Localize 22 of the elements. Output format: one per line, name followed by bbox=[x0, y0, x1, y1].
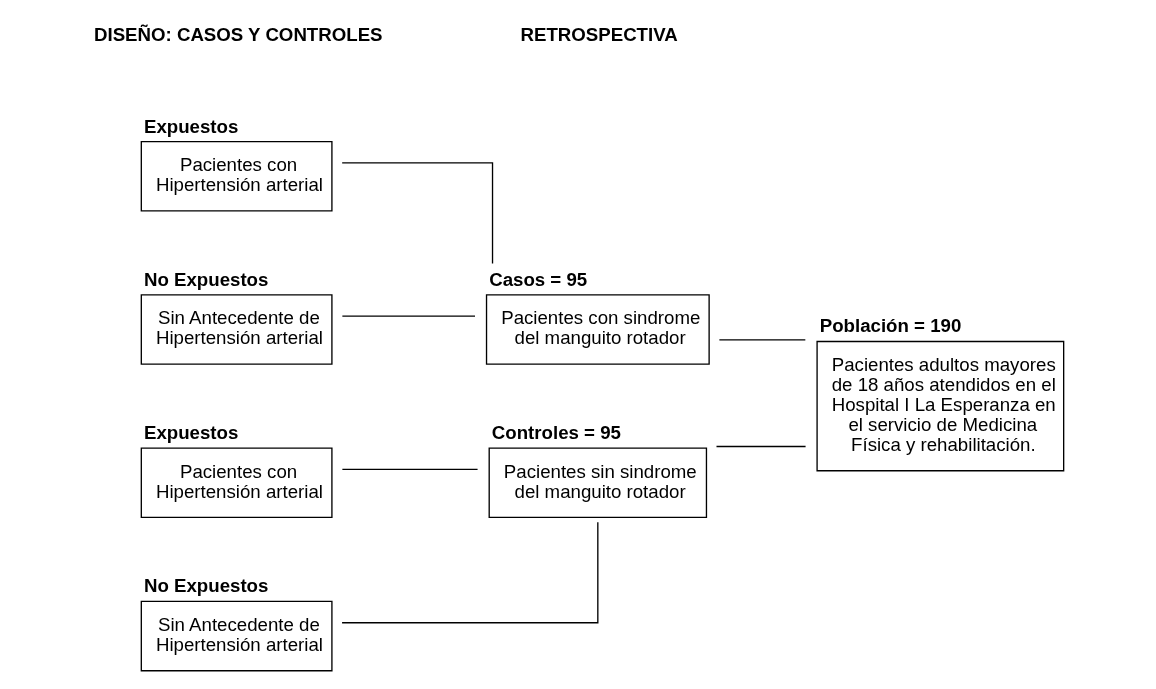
label: RETROSPECTIVA bbox=[520, 24, 678, 46]
node-box: Sin Antecedente de Hipertensión arterial bbox=[140, 600, 333, 672]
node-label: Casos = 95 bbox=[488, 268, 587, 290]
node-box: Pacientes adultos mayores de 18 años atendidos en el Hospital I La Esperanza en el servicio de Medicina Física y rehabilitación. bbox=[815, 340, 1064, 472]
connector bbox=[341, 315, 476, 317]
connector bbox=[718, 339, 806, 341]
node-label: No Expuestos bbox=[143, 575, 268, 597]
node-label: Controles = 95 bbox=[491, 422, 621, 444]
label: DISEÑO: CASOS Y CONTROLES bbox=[93, 24, 383, 46]
connector bbox=[341, 468, 478, 471]
node-label: No Expuestos bbox=[143, 268, 268, 290]
node-label: Población = 190 bbox=[819, 315, 961, 337]
connector bbox=[715, 445, 806, 448]
node-box: Pacientes sin sindrome del manguito rotador bbox=[488, 447, 707, 519]
connector bbox=[340, 521, 598, 624]
connector bbox=[341, 162, 493, 265]
node-box: Pacientes con Hipertensión arterial bbox=[140, 447, 333, 519]
node-box: Pacientes con Hipertensión arterial bbox=[140, 140, 333, 212]
node-label: Expuestos bbox=[143, 115, 238, 137]
node-box: Pacientes con sindrome del manguito rotador bbox=[485, 294, 710, 365]
node-label: Expuestos bbox=[143, 422, 238, 444]
node-box: Sin Antecedente de Hipertensión arterial bbox=[140, 294, 333, 365]
